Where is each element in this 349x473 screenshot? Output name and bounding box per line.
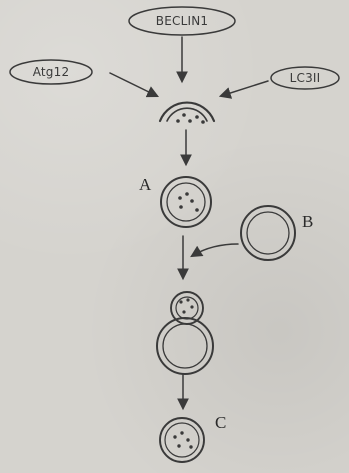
autophagosome-a: A	[139, 175, 211, 227]
atg12-node: Atg12	[10, 60, 92, 84]
lc3ii-label: LC3II	[290, 71, 321, 85]
beclin-node: BECLIN1	[129, 7, 235, 35]
lc3ii-node: LC3II	[271, 67, 339, 89]
arrow-atg12	[110, 73, 157, 96]
beclin-label: BECLIN1	[156, 14, 208, 28]
label-a: A	[139, 175, 152, 194]
fusion-structure	[157, 292, 213, 374]
label-c: C	[215, 413, 226, 432]
label-b: B	[302, 212, 313, 231]
autolysosome-c: C	[160, 413, 226, 462]
atg12-label: Atg12	[33, 65, 70, 79]
phagophore	[160, 103, 214, 124]
lysosome-b: B	[241, 206, 313, 260]
arrow-from-b	[192, 244, 238, 256]
arrow-lc3ii	[221, 81, 268, 96]
